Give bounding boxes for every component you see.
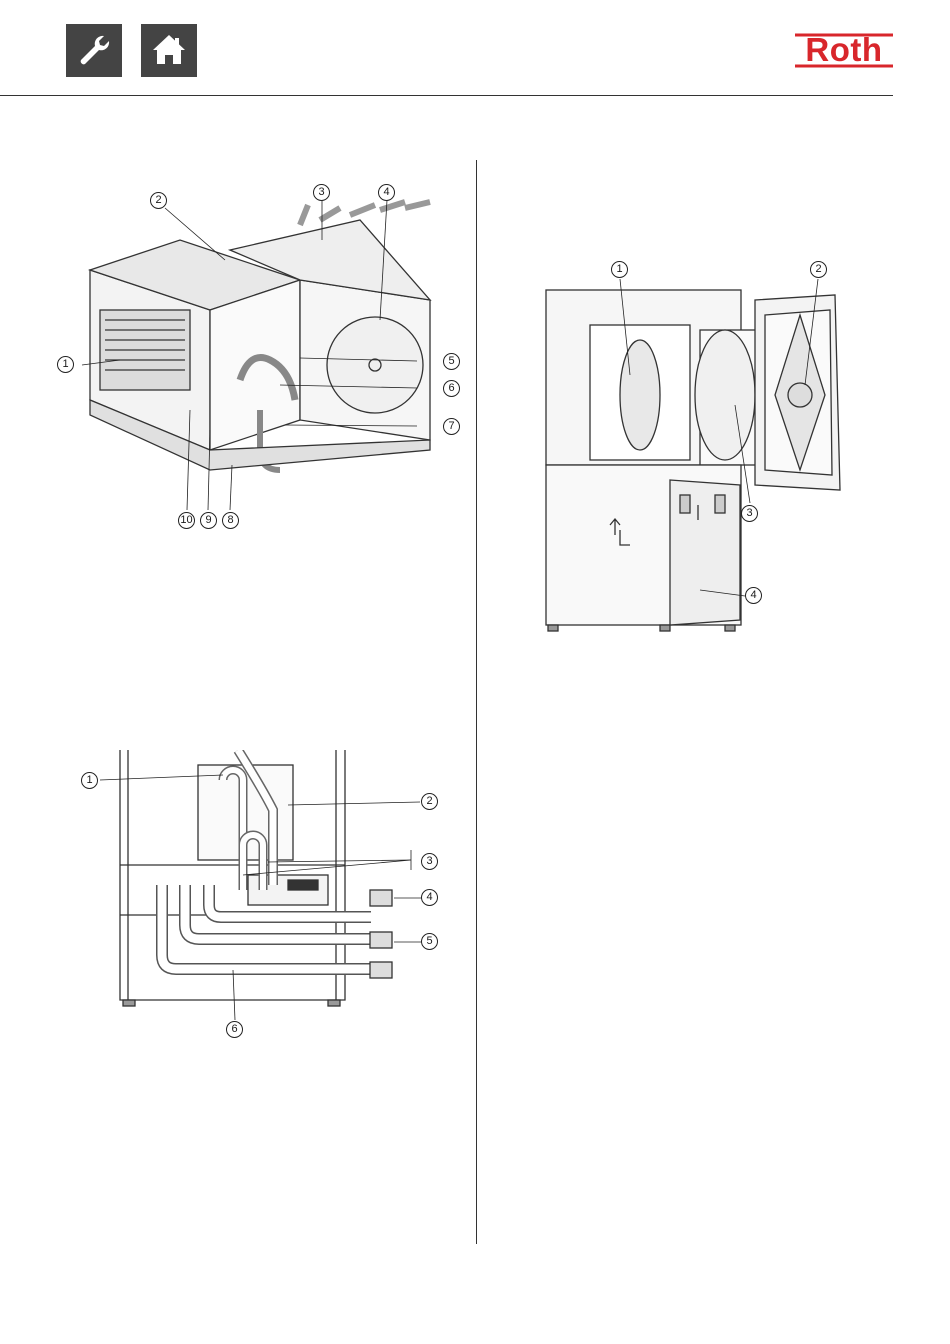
home-button[interactable]	[141, 24, 197, 77]
piping-rear-drawing	[78, 750, 448, 1045]
figure-rear-connections: 1 2 3 4 5 6	[78, 750, 448, 1045]
callout-8: 8	[222, 512, 239, 529]
figure-internal-components: 1 2 3 4 5 6 7 8 9 10	[60, 180, 470, 540]
unit-isometric-drawing	[60, 180, 470, 540]
callout-3: 3	[421, 853, 438, 870]
callout-4: 4	[378, 184, 395, 201]
callout-1: 1	[57, 356, 74, 373]
callout-5: 5	[421, 933, 438, 950]
cabinet-front-drawing	[540, 255, 850, 645]
header-rule	[0, 95, 893, 96]
callout-2: 2	[421, 793, 438, 810]
roth-logo: Roth	[795, 31, 893, 69]
callout-7: 7	[443, 418, 460, 435]
callout-3: 3	[741, 505, 758, 522]
callout-6: 6	[443, 380, 460, 397]
callout-3: 3	[313, 184, 330, 201]
callout-10: 10	[178, 512, 195, 529]
wrench-icon	[66, 24, 122, 77]
callout-4: 4	[745, 587, 762, 604]
callout-2: 2	[150, 192, 167, 209]
callout-1: 1	[611, 261, 628, 278]
home-icon	[141, 24, 197, 77]
service-button[interactable]	[66, 24, 122, 77]
callout-1: 1	[81, 772, 98, 789]
figure-open-cabinet: 1 2 3 4	[540, 255, 850, 645]
callout-2: 2	[810, 261, 827, 278]
column-divider	[476, 160, 477, 1244]
callout-6: 6	[226, 1021, 243, 1038]
logo-text: Roth	[795, 31, 893, 69]
callout-9: 9	[200, 512, 217, 529]
callout-5: 5	[443, 353, 460, 370]
callout-4: 4	[421, 889, 438, 906]
